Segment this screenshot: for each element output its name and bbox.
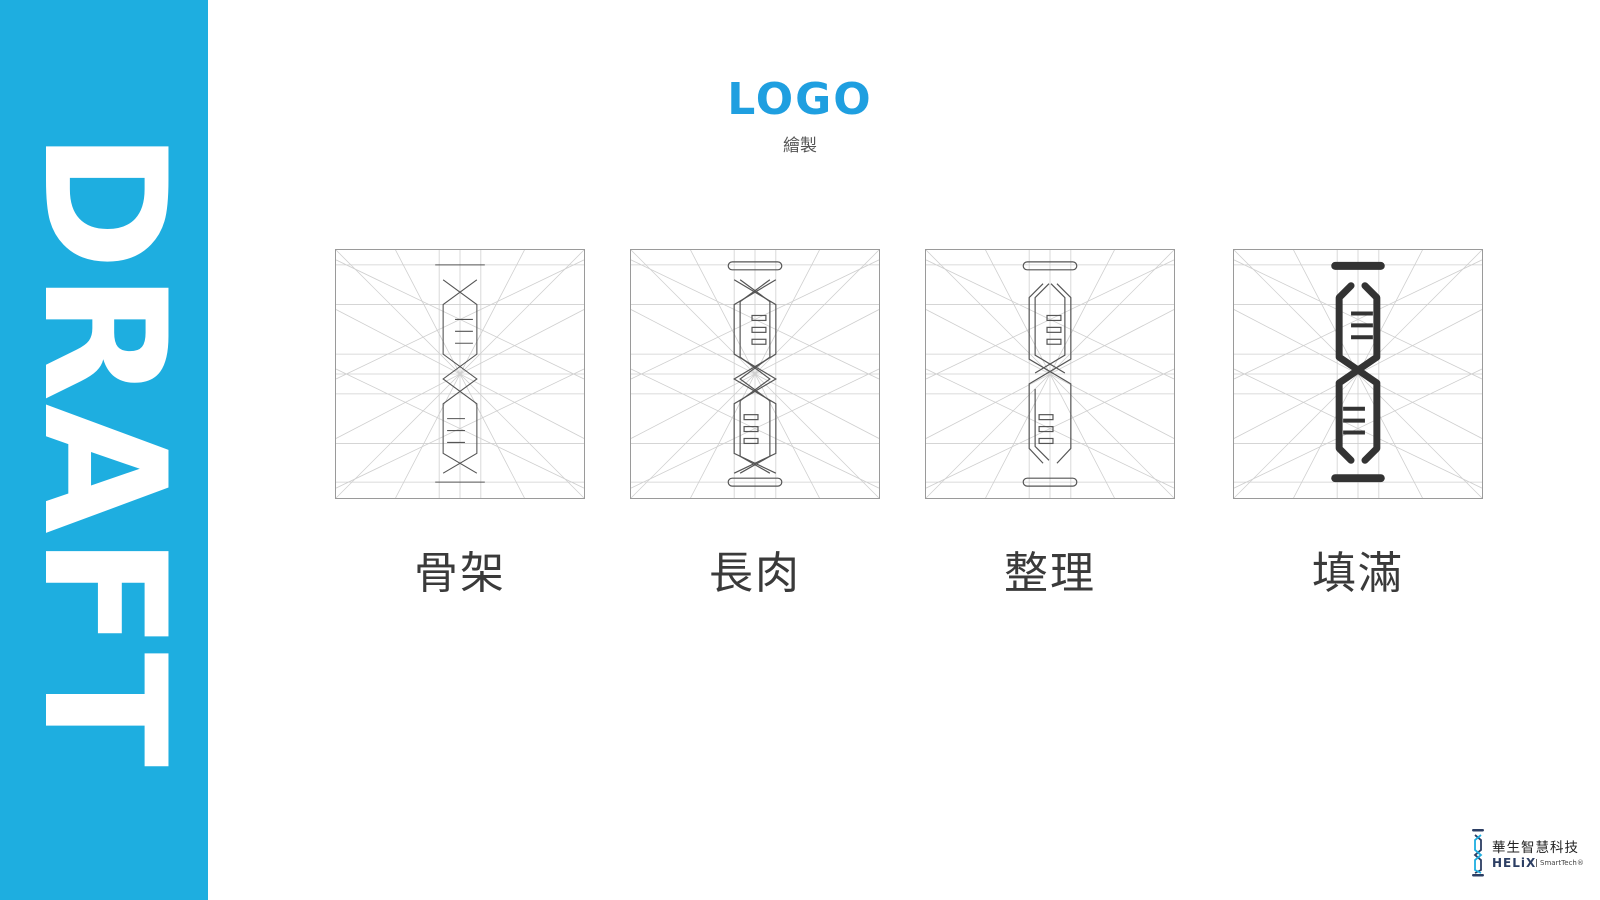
- brand-name-en: HELiX: [1492, 856, 1537, 870]
- sidebar-banner: DRAFT: [0, 0, 208, 900]
- skeleton-drawing: [336, 250, 584, 498]
- page-subtitle: 繪製: [783, 136, 817, 156]
- helix-mark-icon: [1472, 829, 1484, 877]
- brand-subtitle: SmartTech®: [1536, 859, 1584, 867]
- caption-skeleton: 骨架: [414, 548, 506, 599]
- panel-fleshed: [630, 249, 880, 499]
- page-title: LOGO: [727, 74, 873, 125]
- brand-name-cn: 華生智慧科技: [1492, 840, 1579, 856]
- fleshed-drawing: [631, 250, 879, 498]
- panel-refined: [925, 249, 1175, 499]
- draft-label: DRAFT: [6, 130, 202, 770]
- panel-skeleton: [335, 249, 585, 499]
- caption-filled: 填滿: [1312, 548, 1404, 599]
- caption-refined: 整理: [1004, 548, 1096, 599]
- brand-logo: 華生智慧科技 HELiX SmartTech®: [1470, 826, 1594, 882]
- filled-drawing: [1234, 250, 1482, 498]
- refined-drawing: [926, 250, 1174, 498]
- panel-filled: [1233, 249, 1483, 499]
- caption-fleshed: 長肉: [709, 548, 801, 599]
